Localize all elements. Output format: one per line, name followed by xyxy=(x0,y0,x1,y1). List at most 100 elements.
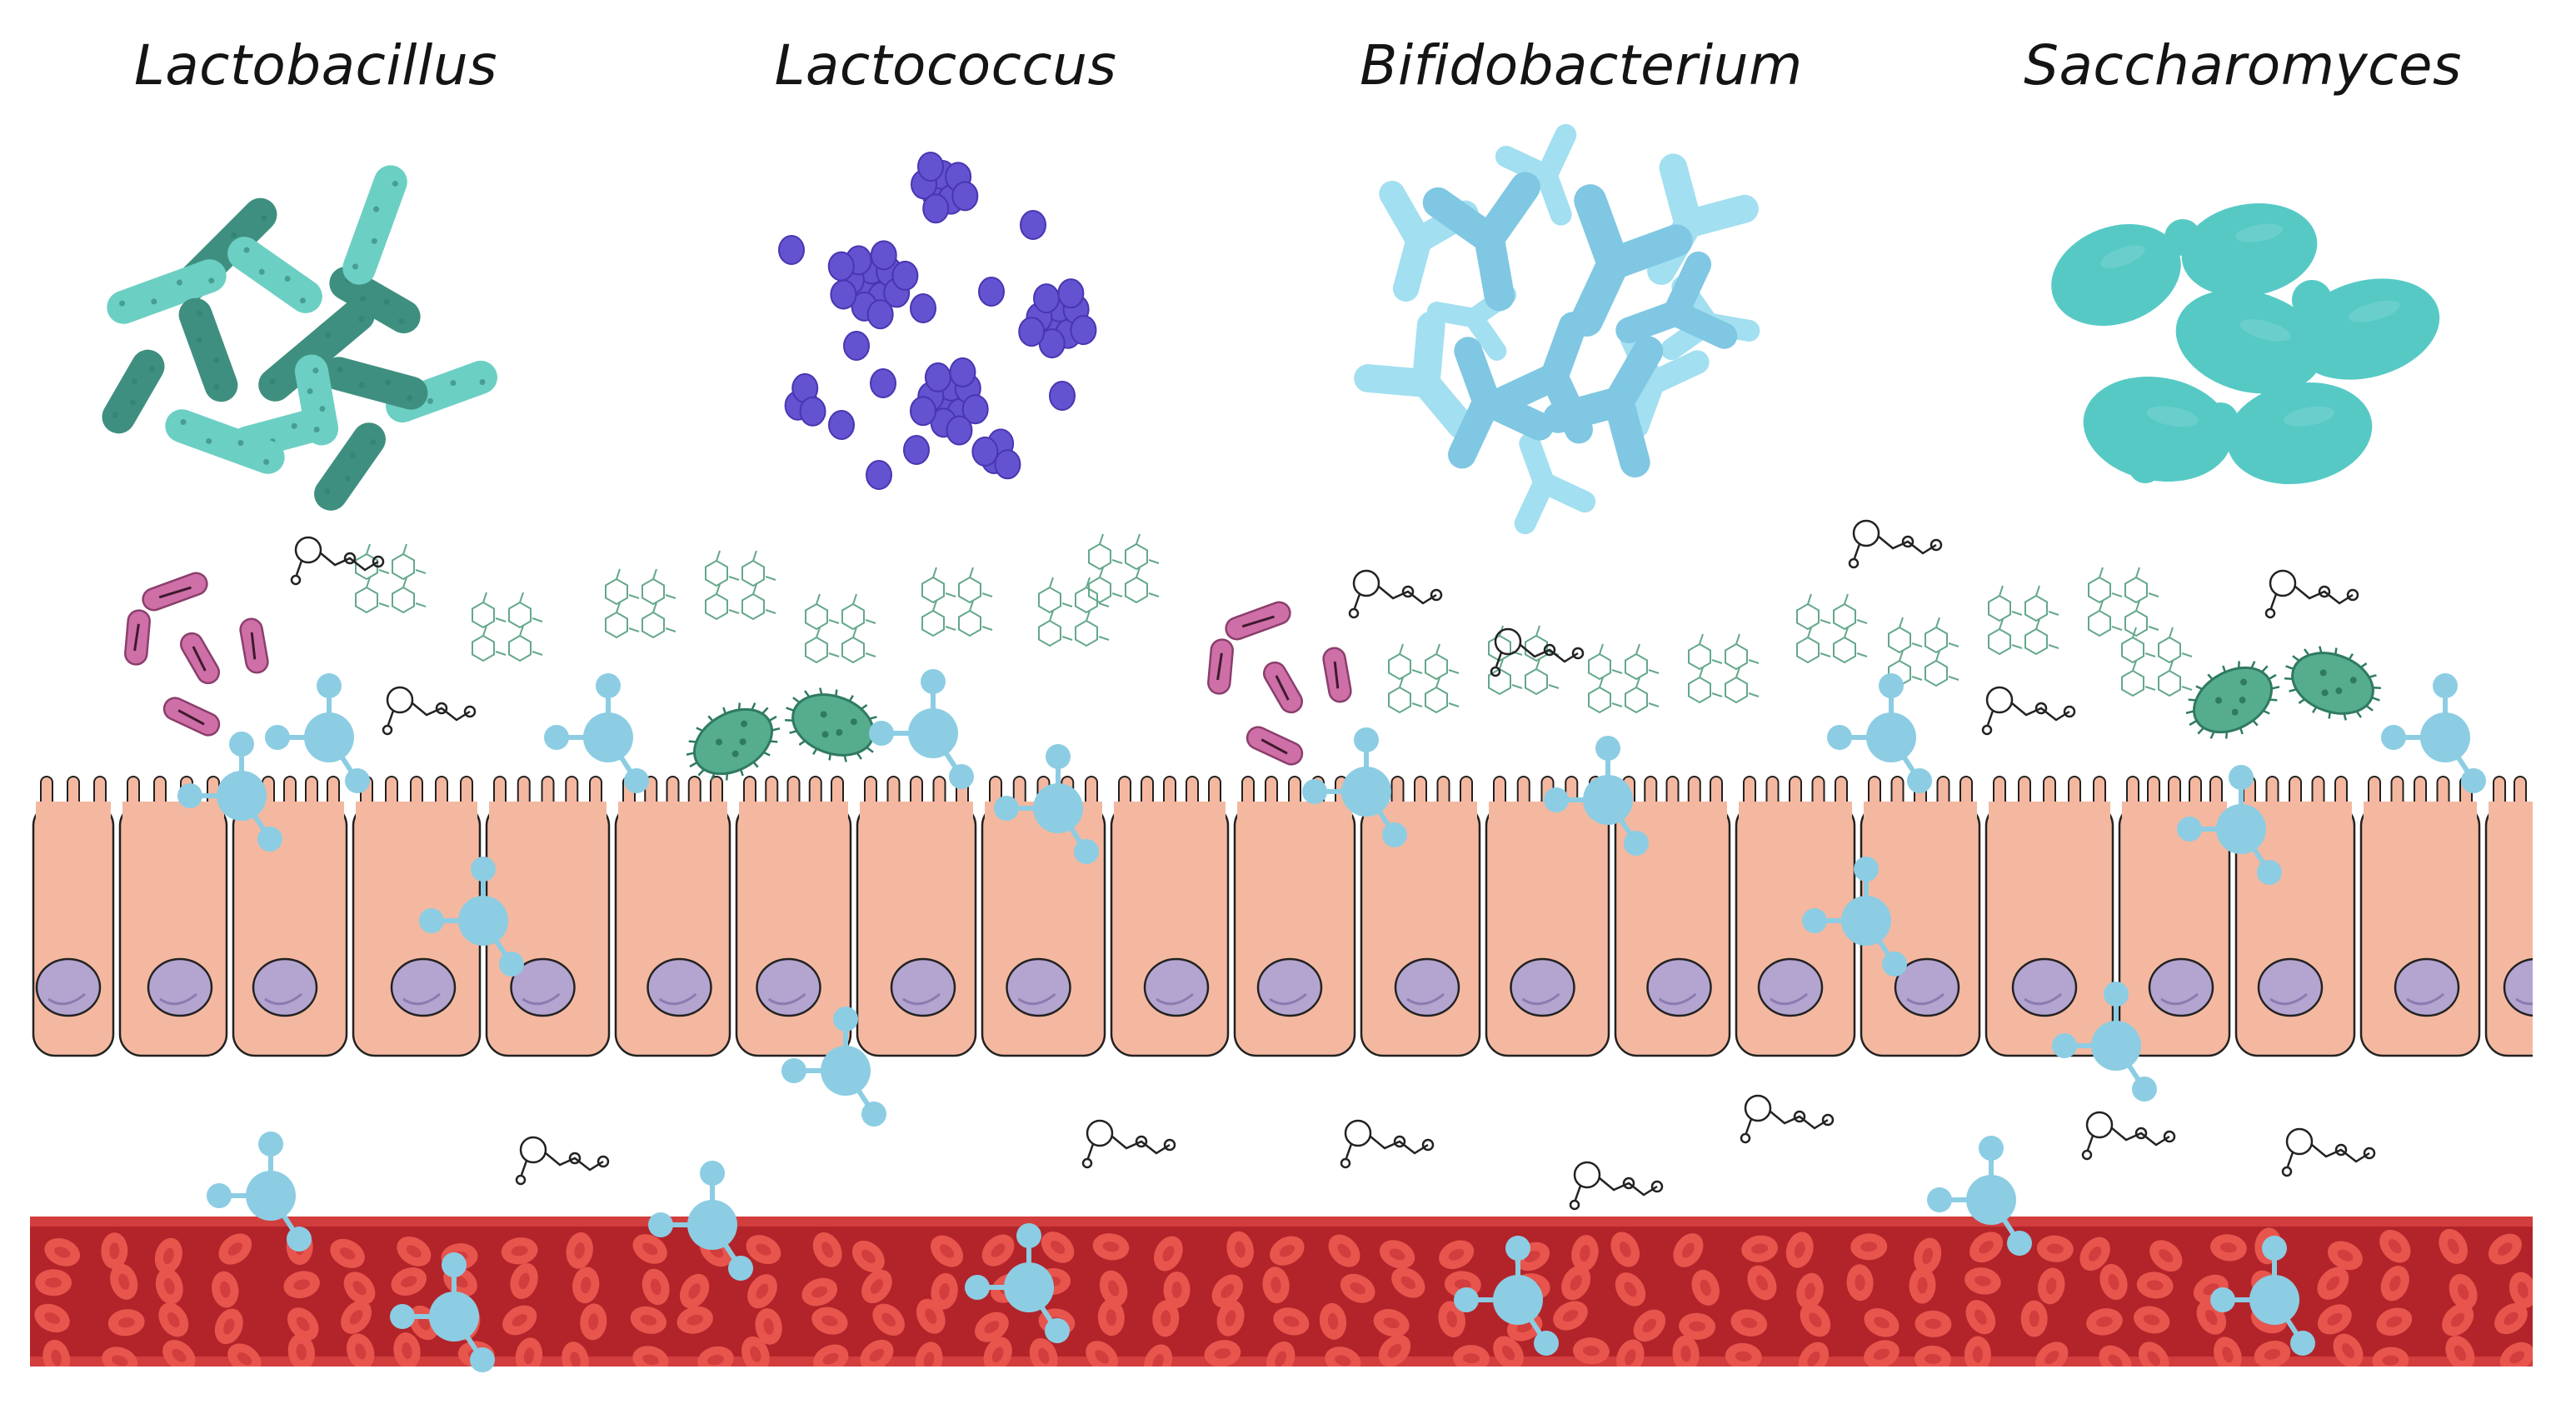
pathogen-body xyxy=(692,707,774,776)
lactococcus-cluster xyxy=(1018,278,1097,359)
molecule-chain xyxy=(1878,536,1937,555)
rbc-center xyxy=(2447,1238,2459,1255)
bifidobacterium-branch xyxy=(1514,432,1596,535)
yeast-cell xyxy=(2051,224,2181,326)
sugar-bond xyxy=(1086,577,1091,588)
sugar-ring xyxy=(1525,634,1548,662)
metabolite-core xyxy=(1004,1262,1054,1312)
metabolite-atom xyxy=(2007,1231,2032,1256)
metabolite-molecule xyxy=(1454,1236,1559,1356)
rbc-center xyxy=(1171,1281,1182,1298)
yeast-highlight xyxy=(2146,406,2199,427)
metabolite-molecule xyxy=(994,744,1099,864)
sugar-bond xyxy=(1899,650,1904,662)
molecule-atom xyxy=(1393,1135,1406,1148)
sugar-bond xyxy=(1711,659,1723,664)
metabolite-molecule xyxy=(781,1007,886,1127)
small-molecule xyxy=(1848,519,1943,569)
signaling-metabolites xyxy=(177,669,2486,1372)
sugar-bond xyxy=(852,593,857,605)
rbc-center xyxy=(640,1315,657,1326)
rbc-center xyxy=(588,1313,599,1331)
molecule-chain xyxy=(2011,702,2070,722)
rbc-center xyxy=(2327,1312,2343,1326)
rbc-center xyxy=(2498,1242,2513,1256)
oligosaccharide xyxy=(1988,585,2059,656)
pathogen-rod xyxy=(1322,647,1352,703)
rbc-center xyxy=(237,1352,252,1366)
sugar-ring xyxy=(605,611,628,639)
sugar-bond xyxy=(1748,659,1760,664)
sugar-bond xyxy=(378,602,390,607)
pathogen-rods-pink xyxy=(1207,601,1352,766)
sugar-ring xyxy=(921,576,945,604)
epithelial-cell xyxy=(485,776,611,1057)
pathogen-body xyxy=(791,693,875,757)
rod-spot xyxy=(129,399,136,406)
sugar-bond xyxy=(1911,642,1923,647)
rbc-center xyxy=(406,1245,422,1258)
coccus xyxy=(866,299,894,330)
rod-spot xyxy=(291,422,297,429)
metabolite-core xyxy=(908,708,958,758)
lactobacillus-rod xyxy=(227,237,322,313)
rbc-center xyxy=(1807,1351,1820,1367)
cell-apex xyxy=(1114,802,1226,818)
rbc-center xyxy=(1917,1277,1928,1294)
sugar-ring xyxy=(741,559,765,587)
rbc-center xyxy=(642,1242,658,1256)
sugar-bond xyxy=(616,568,621,580)
metabolite-atom xyxy=(2257,860,2282,885)
sugar-bond xyxy=(932,567,937,578)
sugar-ring xyxy=(805,636,828,664)
lactococcus-cluster xyxy=(971,428,1021,480)
sugar-bond xyxy=(2135,567,2140,578)
molecule-atom xyxy=(2346,588,2359,602)
pathogen-rods-pink xyxy=(124,572,269,737)
nucleus xyxy=(1646,957,1712,1017)
sugar-bond xyxy=(1049,577,1054,588)
cell-apex xyxy=(36,802,111,818)
molecule-chain xyxy=(1370,1136,1429,1155)
coccus xyxy=(903,435,930,465)
rbc-center xyxy=(1794,1242,1805,1258)
pathogen-dot xyxy=(741,720,748,727)
sugar-bond xyxy=(1548,684,1560,689)
molecule-atom xyxy=(2034,702,2048,715)
rod-spot xyxy=(344,475,351,482)
molecule-ring xyxy=(2285,1127,2314,1156)
nucleus xyxy=(147,957,213,1017)
cell-body xyxy=(856,802,977,1057)
sugar-bond xyxy=(1648,702,1660,707)
rbc-center xyxy=(2046,1277,2057,1295)
rbc-center xyxy=(1279,1244,1295,1257)
rbc-center xyxy=(750,1346,761,1362)
metabolite-atom xyxy=(470,1347,495,1372)
metabolite-atom xyxy=(781,1058,806,1083)
sugar-bond xyxy=(1148,592,1160,597)
metabolite-atom xyxy=(390,1304,415,1329)
sugar-bond xyxy=(1136,533,1141,545)
metabolite-core xyxy=(429,1292,479,1342)
molecule-ring xyxy=(2269,569,2297,597)
coccus xyxy=(1057,278,1085,309)
nucleus-shade xyxy=(2406,992,2444,1006)
rbc-center xyxy=(686,1314,704,1326)
rbc-center xyxy=(1682,1242,1695,1258)
rbc-center xyxy=(2222,1347,2234,1363)
sugar-bond xyxy=(1448,702,1460,707)
rbc-center xyxy=(1400,1276,1416,1289)
yeast-bud xyxy=(2202,402,2239,439)
oligosaccharide xyxy=(1088,533,1160,604)
molecule-atom xyxy=(2363,1147,2376,1160)
bifidobacterium-branch xyxy=(1495,123,1577,226)
sugar-bond xyxy=(665,627,676,632)
rbc-center xyxy=(881,1312,896,1327)
rod-spot xyxy=(180,418,187,425)
nucleus-shade xyxy=(1658,992,1697,1006)
molecule-chain xyxy=(1520,644,1579,663)
rod-spot xyxy=(206,437,212,444)
oligosaccharide xyxy=(2088,567,2159,637)
cell-body xyxy=(614,802,731,1057)
sugar-ring xyxy=(508,634,532,662)
